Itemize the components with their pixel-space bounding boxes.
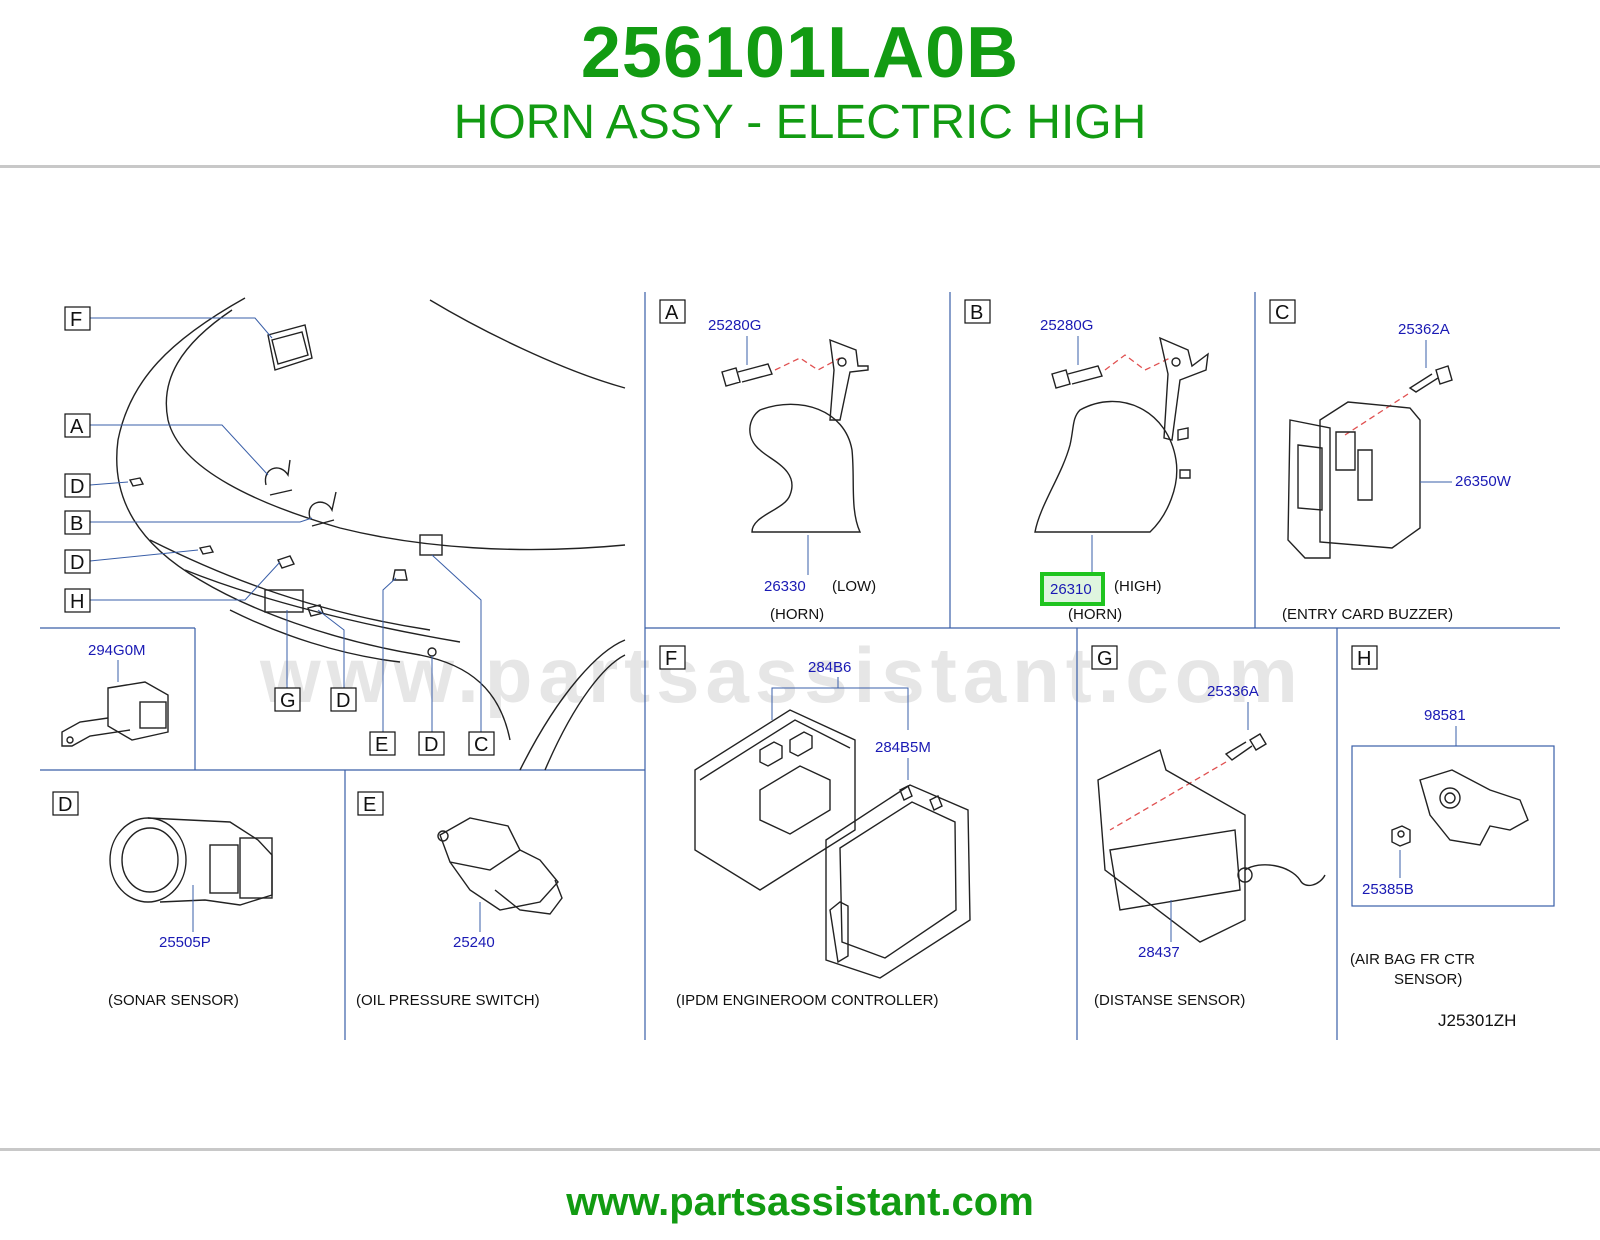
- panel-grid: [40, 292, 1560, 1040]
- callout-label: D: [336, 690, 350, 712]
- callout-label: C: [474, 734, 488, 756]
- part-number-284b6[interactable]: 284B6: [808, 659, 851, 676]
- diagram-code: J25301ZH: [1438, 1011, 1516, 1030]
- part-number-25280g[interactable]: 25280G: [1040, 317, 1093, 334]
- caption-airbag-line2: SENSOR): [1394, 971, 1462, 988]
- highlight-box: [1040, 572, 1105, 606]
- parts-diagram: www.partsassistant.com: [40, 292, 1560, 1040]
- connector-294g0m: 294G0M: [61, 642, 169, 747]
- panel-letter: C: [1275, 302, 1289, 324]
- part-description: HORN ASSY - ELECTRIC HIGH: [453, 96, 1147, 149]
- header-divider: [0, 165, 1600, 168]
- overview-leaders: [89, 317, 482, 732]
- vehicle-overview: [116, 297, 626, 771]
- panel-letter: D: [58, 794, 72, 816]
- part-number-26350w[interactable]: 26350W: [1455, 473, 1512, 490]
- callout-label: H: [70, 591, 84, 613]
- callout-label: D: [424, 734, 438, 756]
- watermark: www.partsassistant.com: [259, 631, 1304, 719]
- panel-letter: H: [1357, 648, 1371, 670]
- callout-label: D: [70, 552, 84, 574]
- part-number-28437[interactable]: 28437: [1138, 944, 1180, 961]
- caption-airbag-line1: (AIR BAG FR CTR: [1350, 951, 1475, 968]
- panel-h-airbag-sensor: H 98581 25385B (AIR BAG FR CTR SENSOR) J…: [1350, 645, 1555, 1030]
- caption-buzzer: (ENTRY CARD BUZZER): [1282, 606, 1453, 623]
- panel-letter: A: [665, 302, 679, 324]
- callout-label: F: [70, 309, 82, 331]
- overview-callouts: F A D B D H G D E D C: [64, 306, 495, 756]
- callout-label: A: [70, 416, 84, 438]
- caption-distance-sensor: (DISTANSE SENSOR): [1094, 992, 1245, 1009]
- panel-sonar-sensor: D 25505P (SONAR SENSOR): [52, 791, 273, 1009]
- caption-sonar: (SONAR SENSOR): [108, 992, 239, 1009]
- panel-g-distance-sensor: G 25336A 28437 (DISTANSE SENSOR): [1091, 645, 1326, 1009]
- qualifier-low: (LOW): [832, 578, 876, 595]
- footer-url[interactable]: www.partsassistant.com: [566, 1180, 1034, 1224]
- caption-horn-a: (HORN): [770, 606, 824, 623]
- part-number-25240[interactable]: 25240: [453, 934, 495, 951]
- callout-label: E: [375, 734, 388, 756]
- part-number-98581[interactable]: 98581: [1424, 707, 1466, 724]
- callout-label: D: [70, 476, 84, 498]
- caption-oil: (OIL PRESSURE SWITCH): [356, 992, 540, 1009]
- panel-letter: E: [363, 794, 376, 816]
- qualifier-high: (HIGH): [1114, 578, 1162, 595]
- caption-ipdm: (IPDM ENGINEROOM CONTROLLER): [676, 992, 939, 1009]
- panel-c-entry-card-buzzer: C 25362A 26350W (ENTRY CARD BUZZER): [1269, 299, 1512, 623]
- part-number-25362a[interactable]: 25362A: [1398, 321, 1450, 338]
- panel-f-ipdm: F 284B6 284B5M (IPDM ENGINEROOM CONTROLL…: [659, 645, 971, 1009]
- part-number-284b5m[interactable]: 284B5M: [875, 739, 931, 756]
- part-number-title: 256101LA0B: [580, 13, 1020, 93]
- caption-horn-b: (HORN): [1068, 606, 1122, 623]
- panel-b-high-horn: B 25280G 26310 (HIGH) (HORN): [964, 299, 1209, 623]
- callout-label: B: [70, 513, 83, 535]
- callout-label: G: [280, 690, 296, 712]
- footer-divider: [0, 1148, 1600, 1151]
- panel-letter: B: [970, 302, 983, 324]
- panel-letter: G: [1097, 648, 1113, 670]
- part-number-25280g[interactable]: 25280G: [708, 317, 761, 334]
- panel-oil-pressure-switch: E 25240 (OIL PRESSURE SWITCH): [356, 791, 563, 1009]
- panel-a-low-horn: A 25280G 26330 (LOW) (HORN): [659, 299, 876, 623]
- part-number-25505p[interactable]: 25505P: [159, 934, 211, 951]
- part-number-25385b[interactable]: 25385B: [1362, 881, 1414, 898]
- part-number-25336a[interactable]: 25336A: [1207, 683, 1259, 700]
- part-number-294g0m[interactable]: 294G0M: [88, 642, 146, 659]
- part-number-26330[interactable]: 26330: [764, 578, 806, 595]
- part-number-26310[interactable]: 26310: [1050, 581, 1092, 598]
- panel-letter: F: [665, 648, 677, 670]
